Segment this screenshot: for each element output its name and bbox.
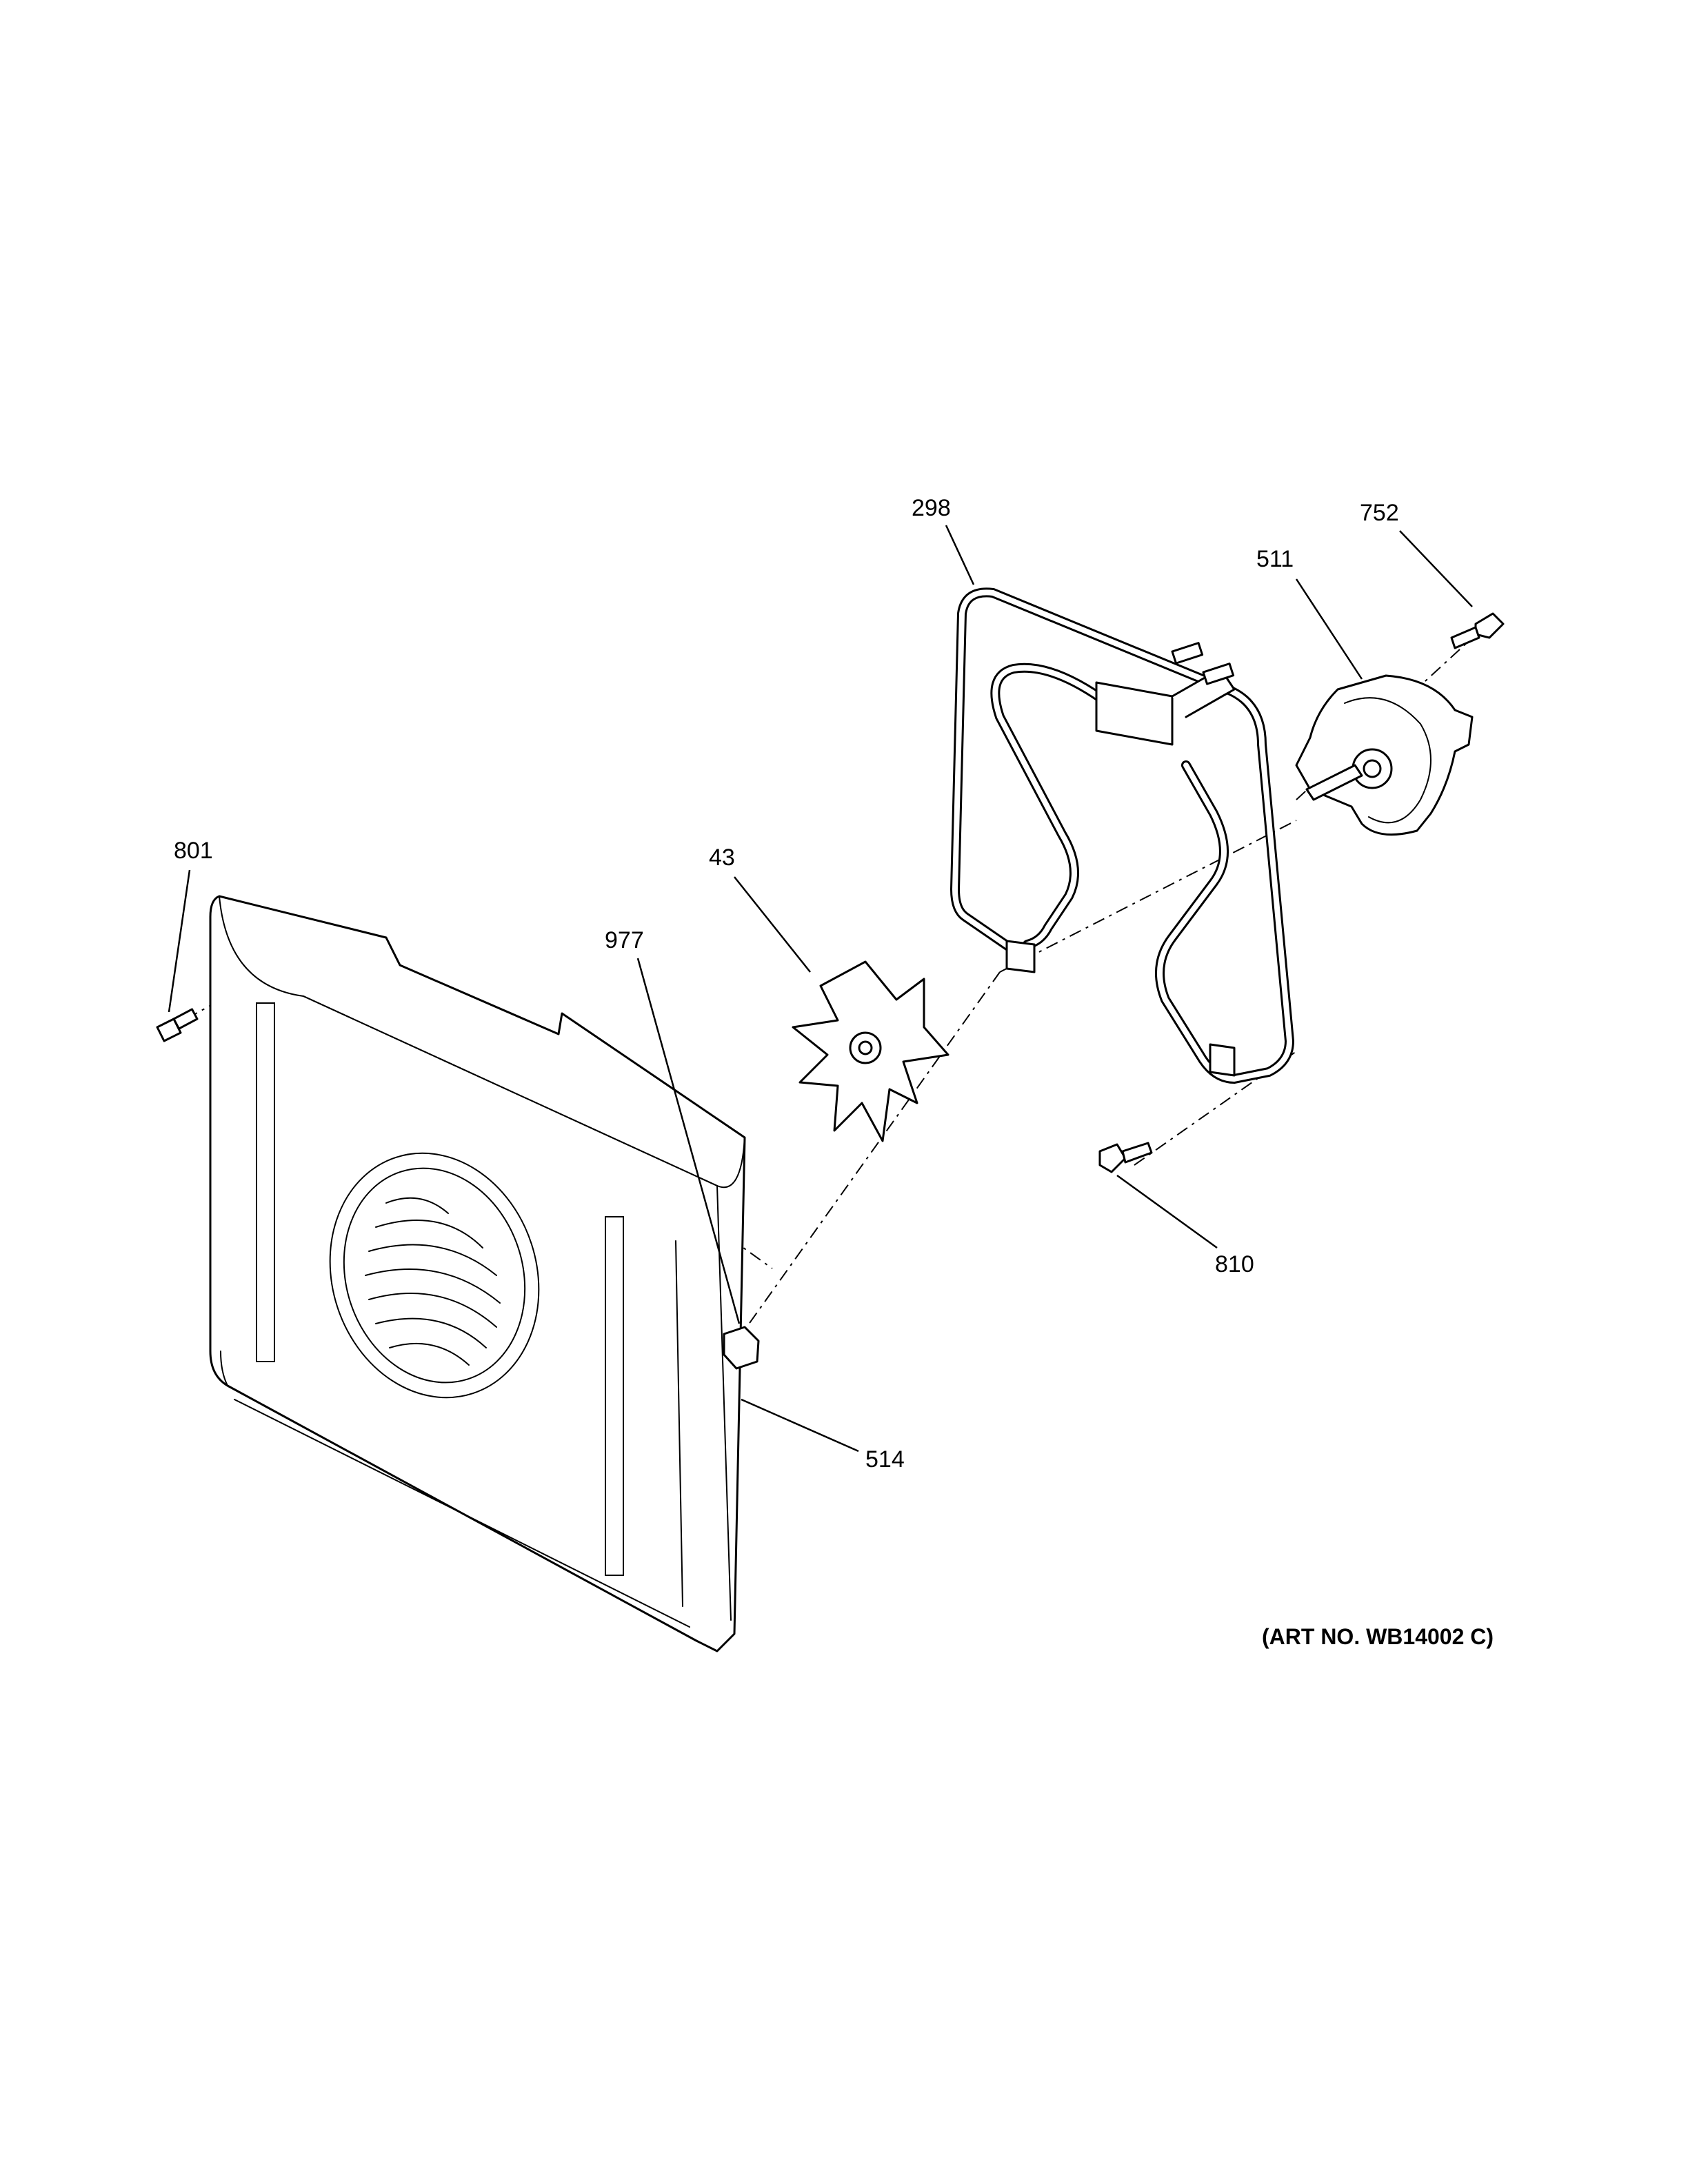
screw-752[interactable] bbox=[1450, 612, 1505, 649]
callout-43: 43 bbox=[709, 845, 735, 871]
callout-labels: 298 752 511 801 43 977 810 514 (ART NO. … bbox=[174, 495, 1494, 1649]
callout-801: 801 bbox=[174, 838, 213, 864]
fan-vent-grille bbox=[329, 1152, 540, 1399]
callout-511: 511 bbox=[1256, 546, 1294, 572]
convection-motor-511[interactable] bbox=[1295, 674, 1474, 836]
callout-298: 298 bbox=[912, 495, 951, 521]
rear-panel-514[interactable] bbox=[209, 895, 746, 1652]
heating-element-298[interactable] bbox=[950, 587, 1294, 1084]
callout-977: 977 bbox=[605, 927, 644, 953]
screw-801[interactable] bbox=[156, 1008, 199, 1042]
callout-810: 810 bbox=[1215, 1251, 1254, 1277]
callout-752: 752 bbox=[1360, 500, 1399, 526]
art-number: (ART NO. WB14002 C) bbox=[1262, 1624, 1494, 1649]
fan-nut-977[interactable] bbox=[723, 1326, 760, 1370]
leader-lines bbox=[168, 525, 1473, 1453]
fan-blade-43[interactable] bbox=[792, 960, 950, 1142]
callout-514: 514 bbox=[865, 1446, 905, 1473]
screw-810[interactable] bbox=[1098, 1142, 1153, 1173]
